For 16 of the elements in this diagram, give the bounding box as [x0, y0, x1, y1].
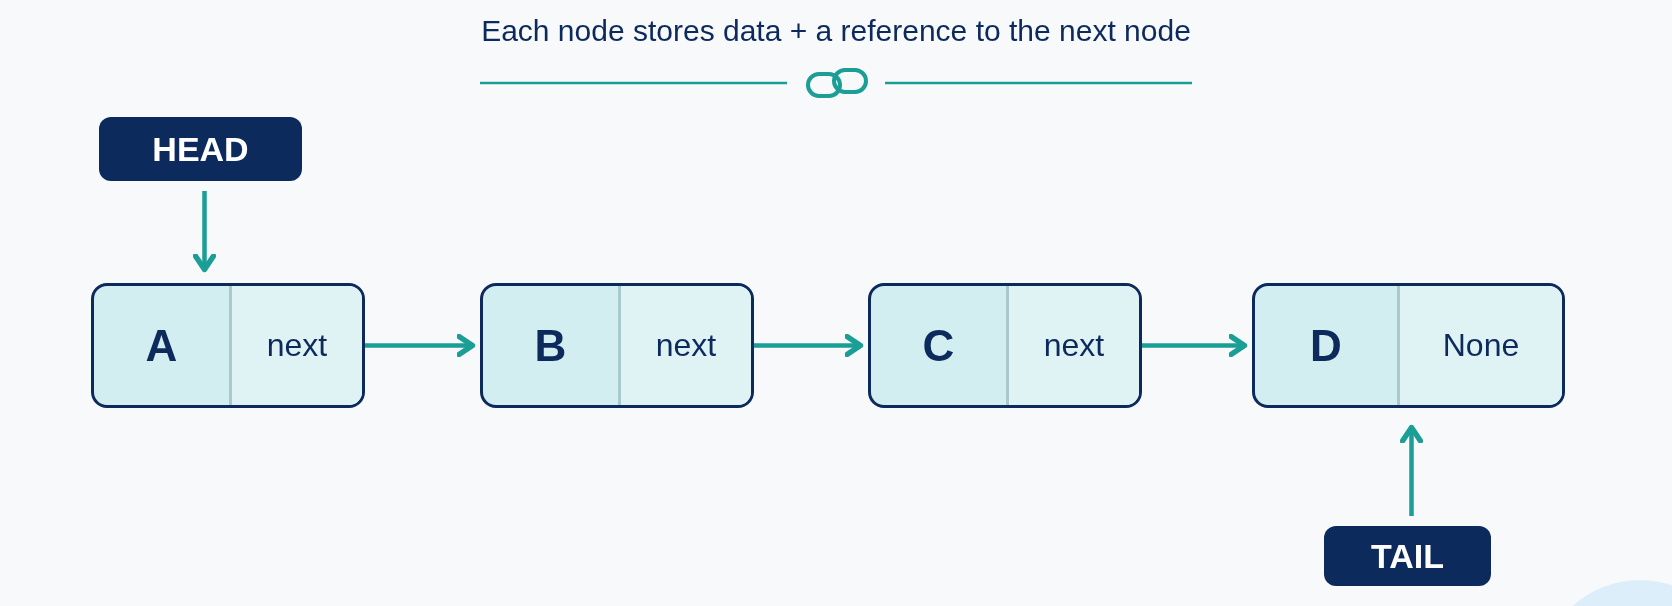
pointer-field: None	[1400, 286, 1562, 405]
arrow	[365, 333, 476, 358]
list-node	[868, 283, 1142, 408]
pointer-field: next	[1009, 286, 1139, 405]
arrow	[1142, 333, 1248, 358]
pointer-label: TAIL	[1324, 526, 1491, 586]
list-node	[480, 283, 754, 408]
arrow	[754, 333, 864, 358]
arrow	[1399, 424, 1424, 516]
title: Each node stores data + a reference to the next node	[480, 14, 1192, 48]
list-node	[91, 283, 365, 408]
pointer-field: next	[621, 286, 751, 405]
pointer-field: next	[232, 286, 362, 405]
arrow	[192, 191, 217, 273]
pointer-label: HEAD	[99, 117, 302, 181]
list-node	[1252, 283, 1565, 408]
